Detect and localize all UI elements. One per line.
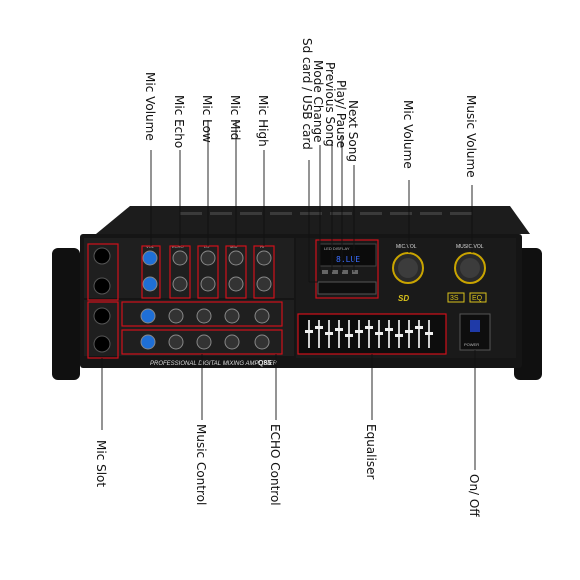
mic-knob-row-2	[142, 276, 272, 292]
led-display-value: 8.LUE	[336, 255, 360, 264]
box-mic-jacks-top	[87, 243, 119, 301]
label-mic-volume-left: Mic Volume	[143, 72, 157, 141]
label-sd-usb: Sd card / USB card	[300, 38, 314, 150]
label-play-pause: Play/ Pause	[334, 80, 348, 148]
model-label: Q85	[258, 360, 271, 367]
badge-eq: EQ	[472, 295, 483, 302]
music-vol-knob-label: MUSIC.VOL	[456, 244, 484, 250]
top-labels: Mic Volume Mic Echo Mic Low Mic Mid Mic …	[143, 38, 478, 178]
label-mic-slot: Mic Slot	[94, 440, 108, 487]
led-display-label: LED DISPLAY	[324, 246, 350, 251]
power-label: POWER	[464, 342, 479, 347]
music-knob-row	[140, 308, 270, 324]
box-music-control	[121, 301, 283, 327]
label-echo-control: ECHO Control	[268, 424, 282, 506]
sd-badge: SD	[398, 294, 409, 303]
label-mic-volume-right: Mic Volume	[401, 100, 415, 169]
box-player	[315, 239, 379, 299]
sd-usb-slots	[317, 281, 377, 295]
label-music-volume: Music Volume	[464, 95, 478, 178]
label-mic-high: Mic High	[256, 95, 270, 147]
player-buttons	[322, 270, 358, 274]
amplifier-top-cover	[96, 206, 530, 234]
echo-knob-row	[140, 334, 270, 350]
equaliser-panel	[297, 313, 447, 355]
leader-lines	[101, 120, 476, 470]
mic-vol-knob-label: MIC.VOL	[396, 244, 417, 250]
mic-knob-row-1	[142, 250, 272, 266]
label-on-off: On/ Off	[467, 474, 481, 517]
front-caption: PROFESSIONAL DIGITAL MIXING AMPLIFIER	[150, 361, 278, 367]
label-mic-low: Mic Low	[200, 95, 214, 143]
box-mic-jacks-bottom	[87, 301, 119, 359]
label-mode-change: Mode Change	[311, 60, 325, 142]
label-previous-song: Previous Song	[323, 62, 337, 147]
bottom-labels: Mic Slot Music Control ECHO Control Equa…	[94, 424, 481, 517]
badge-3s: 3S	[450, 295, 459, 302]
top-vents	[180, 212, 472, 215]
label-mic-echo: Mic Echo	[172, 95, 186, 148]
mic-jacks	[93, 247, 111, 353]
left-handle	[52, 248, 80, 380]
label-equaliser: Equaliser	[364, 424, 378, 479]
label-music-control: Music Control	[194, 424, 208, 505]
label-next-song: Next Song	[346, 100, 360, 162]
label-mic-mid: Mic Mid	[228, 95, 242, 140]
